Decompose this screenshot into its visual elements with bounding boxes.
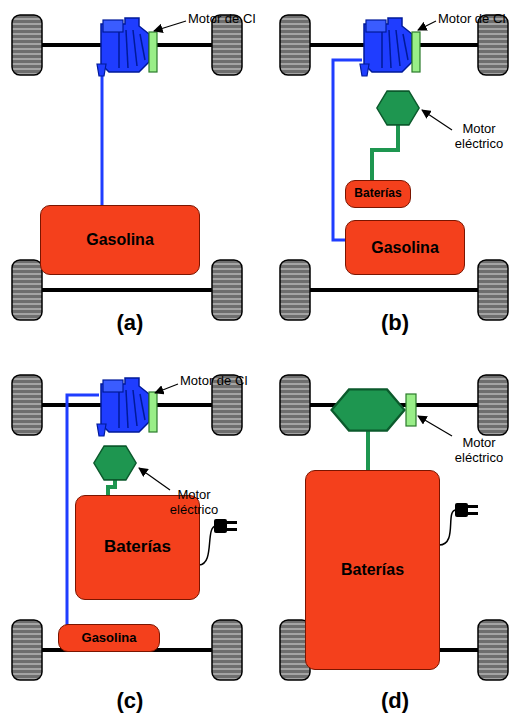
callout-label: Motor eléctrico	[158, 488, 230, 518]
box-label: Baterías	[341, 561, 404, 579]
callout-label: Motor de CI	[188, 12, 256, 27]
storage-box: Baterías	[345, 180, 411, 208]
callout-label: Motor eléctrico	[443, 436, 515, 466]
panel-letter: (c)	[117, 688, 144, 713]
storage-box: Gasolina	[345, 220, 465, 275]
box-label: Baterías	[354, 187, 401, 200]
box-label: Gasolina	[86, 231, 154, 249]
callout-label: Motor eléctrico	[443, 122, 515, 152]
box-label: Gasolina	[82, 631, 137, 645]
callout-label: Motor de CI	[180, 374, 248, 389]
panel-letter: (a)	[117, 310, 144, 335]
box-label: Gasolina	[371, 239, 439, 257]
car-b	[280, 15, 508, 320]
box-label: Baterías	[104, 538, 171, 557]
car-a	[12, 15, 242, 320]
panel-letter: (d)	[381, 688, 409, 713]
storage-box: Baterías	[305, 470, 440, 670]
callout-label: Motor de CI	[438, 12, 506, 27]
panel-letter: (b)	[381, 310, 409, 335]
car-c	[12, 375, 242, 680]
storage-box: Gasolina	[40, 205, 200, 275]
storage-box: Gasolina	[58, 624, 160, 652]
car-d	[280, 375, 508, 680]
